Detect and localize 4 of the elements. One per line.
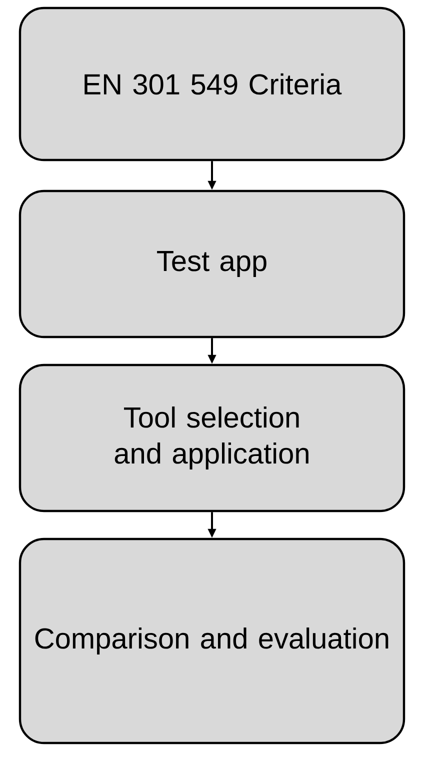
process-box: Comparison and evaluation: [18, 538, 406, 744]
process-box: Tool selection and application: [18, 364, 406, 512]
process-box: EN 301 549 Criteria: [18, 6, 406, 162]
process-box: Test app: [18, 190, 406, 338]
